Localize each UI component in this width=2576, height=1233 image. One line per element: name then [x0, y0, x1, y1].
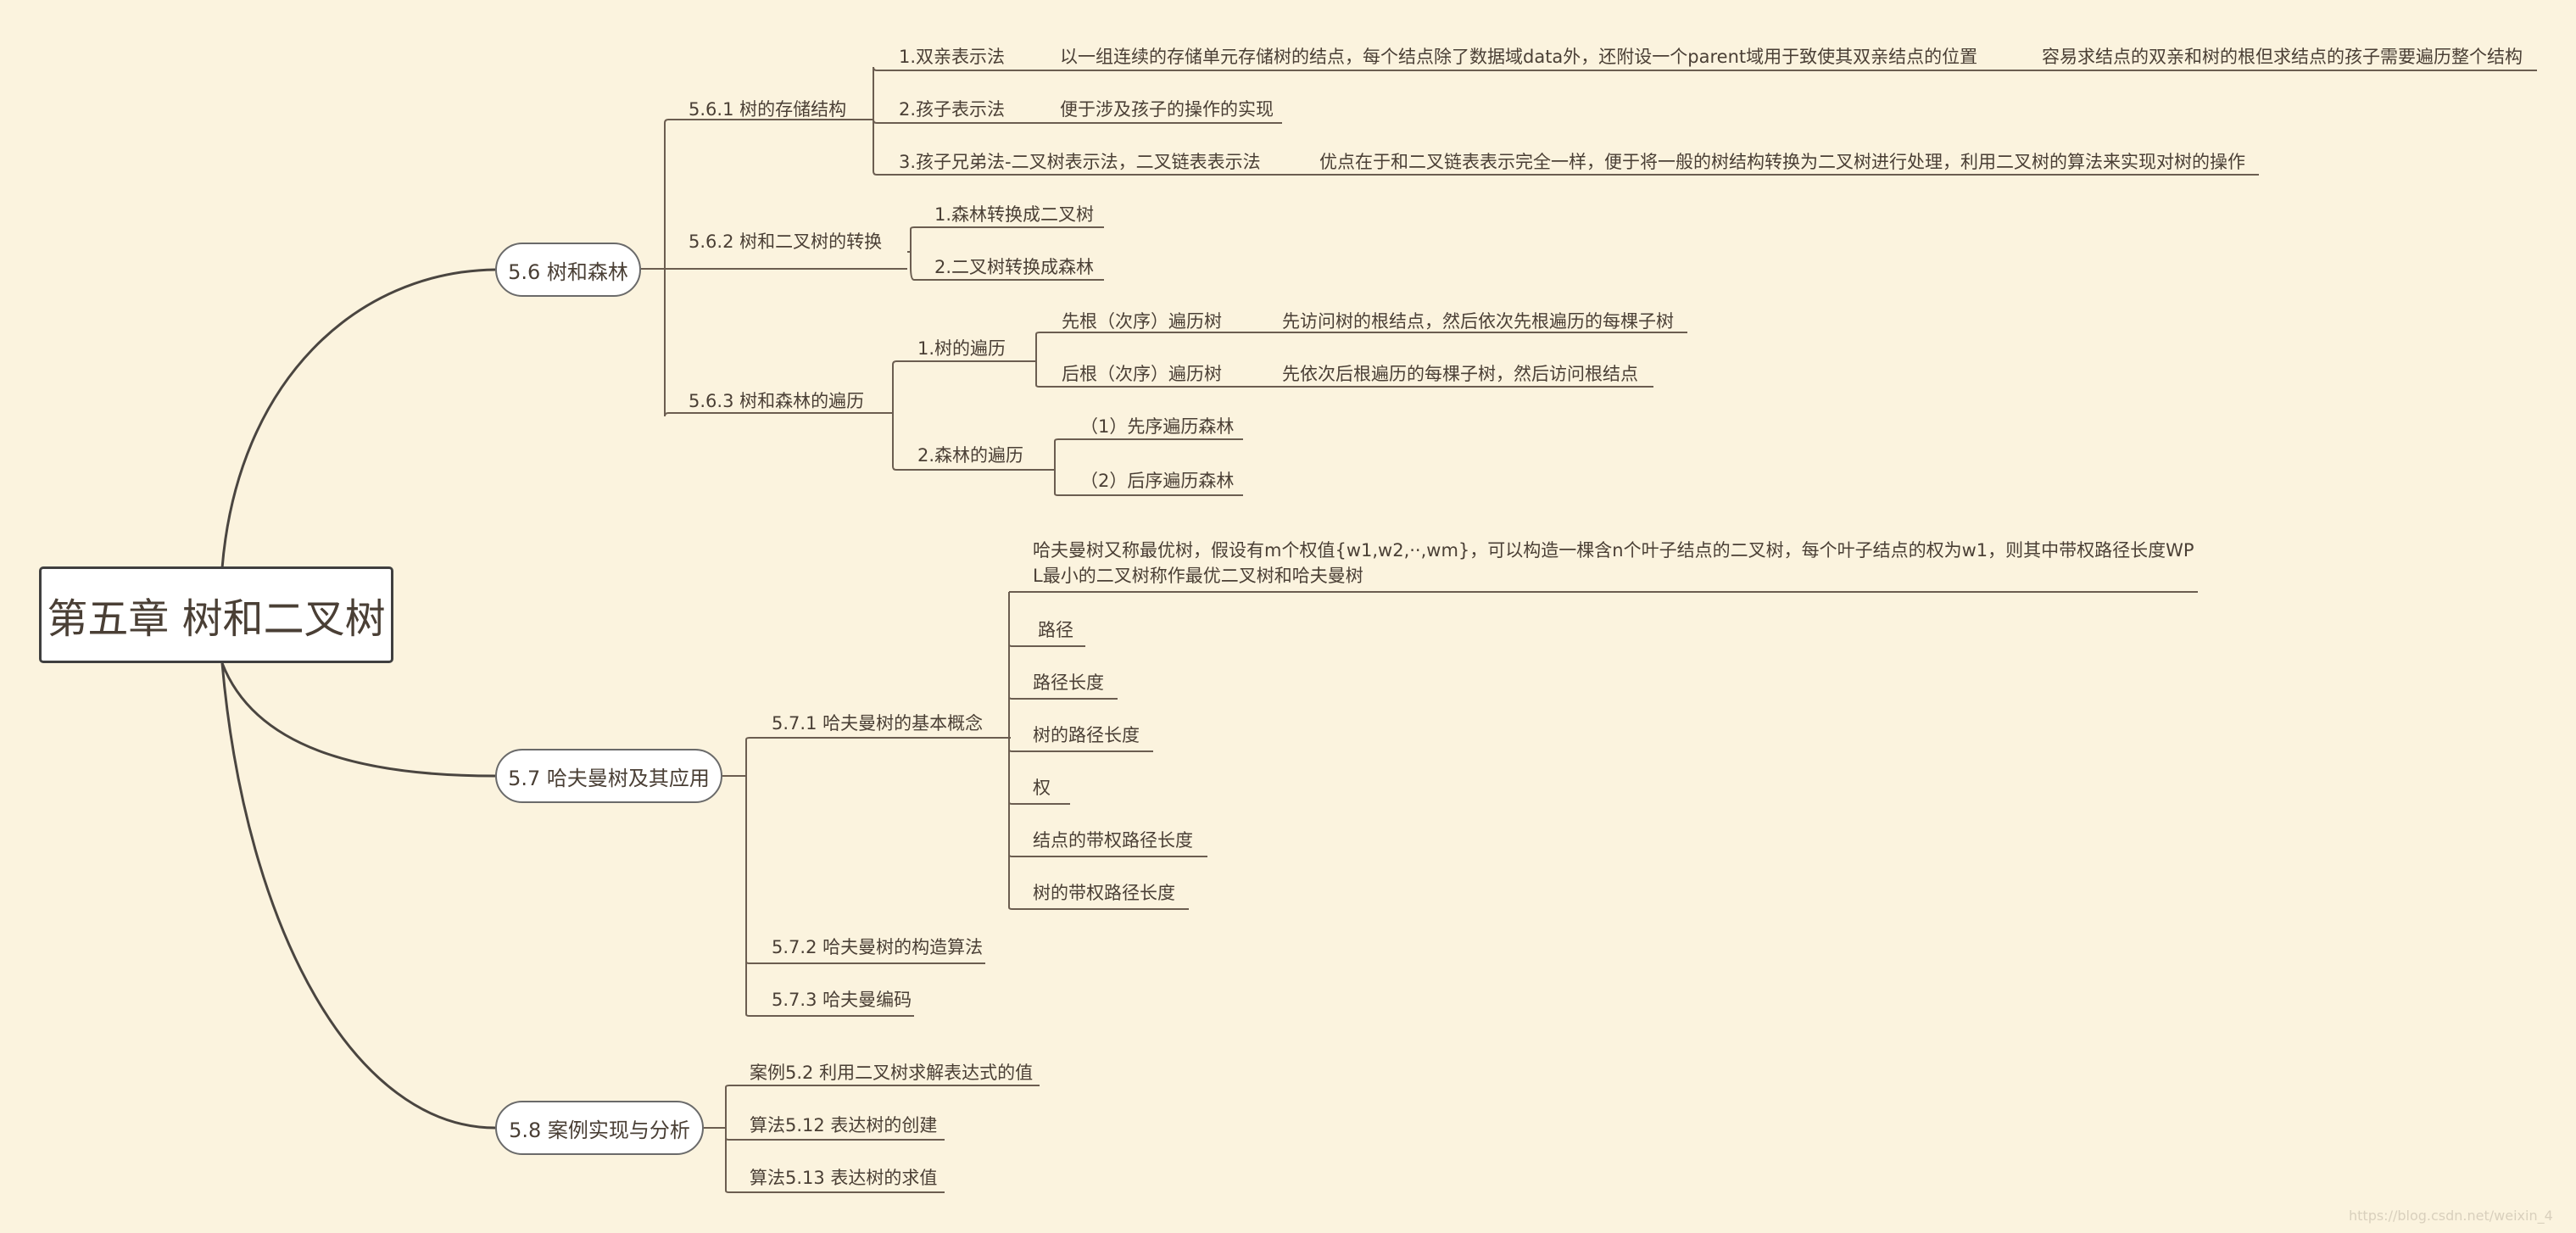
node-child-sibling-representation[interactable]: 3.孩子兄弟法-二叉树表示法，二叉链表表示法	[899, 152, 1261, 172]
node-huffman-definition-line2[interactable]: L最小的二叉树称作最优二叉树和哈夫曼树	[1033, 566, 1363, 586]
node-child-representation[interactable]: 2.孩子表示法	[899, 99, 1006, 120]
node-postorder-tree-desc[interactable]: 先依次后根遍历的每棵子树，然后访问根结点	[1282, 364, 1638, 384]
node-case-5-2[interactable]: 案例5.2 利用二叉树求解表达式的值	[750, 1063, 1034, 1083]
node-parent-representation-desc[interactable]: 以一组连续的存储单元存储树的结点，每个结点除了数据域data外，还附设一个par…	[1060, 47, 1978, 67]
node-forest-to-binary[interactable]: 1.森林转换成二叉树	[934, 204, 1095, 225]
topic-5-7-1[interactable]: 5.7.1 哈夫曼树的基本概念	[772, 713, 984, 734]
node-child-sibling-representation-desc[interactable]: 优点在于和二叉链表表示完全一样，便于将一般的树结构转换为二叉树进行处理，利用二叉…	[1319, 152, 2245, 172]
node-tree-weighted-path-length[interactable]: 树的带权路径长度	[1033, 883, 1175, 903]
topic-5-8[interactable]: 5.8 案例实现与分析	[495, 1101, 704, 1155]
node-parent-representation-note[interactable]: 容易求结点的双亲和树的根但求结点的孩子需要遍历整个结构	[2042, 47, 2523, 67]
topic-5-6-1[interactable]: 5.6.1 树的存储结构	[689, 99, 847, 120]
root-topic[interactable]: 第五章 树和二叉树	[39, 566, 393, 663]
node-huffman-definition-line1[interactable]: 哈夫曼树又称最优树，假设有m个权值{w1,w2,··,wm}，可以构造一棵含n个…	[1033, 540, 2194, 561]
node-tree-path-length[interactable]: 树的路径长度	[1033, 725, 1140, 745]
node-algorithm-5-13[interactable]: 算法5.13 表达树的求值	[750, 1168, 938, 1188]
topic-5-6[interactable]: 5.6 树和森林	[495, 243, 641, 297]
topic-5-6-2[interactable]: 5.6.2 树和二叉树的转换	[689, 232, 883, 252]
node-preorder-tree-desc[interactable]: 先访问树的根结点，然后依次先根遍历的每棵子树	[1282, 311, 1674, 332]
topic-5-7-3[interactable]: 5.7.3 哈夫曼编码	[772, 990, 912, 1010]
node-binary-to-forest[interactable]: 2.二叉树转换成森林	[934, 257, 1095, 277]
node-tree-traversal[interactable]: 1.树的遍历	[917, 338, 1006, 359]
topic-5-6-label: 5.6 树和森林	[508, 259, 628, 284]
node-parent-representation[interactable]: 1.双亲表示法	[899, 47, 1006, 67]
node-forest-traversal[interactable]: 2.森林的遍历	[917, 445, 1024, 466]
node-child-representation-desc[interactable]: 便于涉及孩子的操作的实现	[1060, 99, 1274, 120]
topic-5-7-label: 5.7 哈夫曼树及其应用	[508, 766, 710, 790]
watermark: https://blog.csdn.net/weixin_4	[2349, 1208, 2553, 1224]
topic-5-8-label: 5.8 案例实现与分析	[509, 1118, 690, 1142]
node-postorder-forest[interactable]: （2）后序遍历森林	[1080, 471, 1235, 491]
root-topic-label: 第五章 树和二叉树	[47, 595, 386, 643]
topic-5-6-3[interactable]: 5.6.3 树和森林的遍历	[689, 391, 865, 411]
node-node-weighted-path-length[interactable]: 结点的带权路径长度	[1033, 830, 1193, 851]
node-path-length[interactable]: 路径长度	[1033, 672, 1104, 693]
node-weight[interactable]: 权	[1033, 778, 1051, 798]
topic-5-7[interactable]: 5.7 哈夫曼树及其应用	[495, 749, 722, 803]
topic-5-7-2[interactable]: 5.7.2 哈夫曼树的构造算法	[772, 937, 984, 957]
node-preorder-forest[interactable]: （1）先序遍历森林	[1080, 416, 1235, 437]
node-path[interactable]: 路径	[1038, 620, 1073, 640]
node-postorder-tree[interactable]: 后根（次序）遍历树	[1062, 364, 1222, 384]
node-algorithm-5-12[interactable]: 算法5.12 表达树的创建	[750, 1115, 938, 1135]
node-preorder-tree[interactable]: 先根（次序）遍历树	[1062, 311, 1222, 332]
